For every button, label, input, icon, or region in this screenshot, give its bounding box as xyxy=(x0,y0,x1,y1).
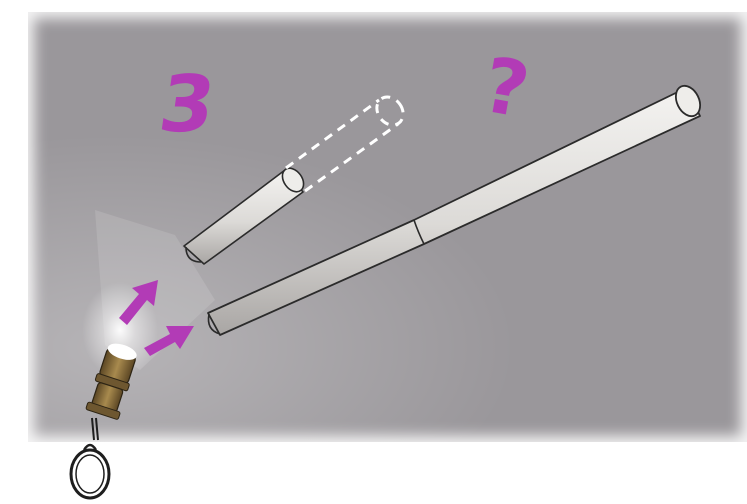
missing-segment-outline xyxy=(285,95,405,193)
long-rod xyxy=(207,84,702,336)
scene-background xyxy=(28,12,747,442)
keyring-icon xyxy=(69,417,111,500)
short-rod xyxy=(183,167,305,265)
flashlight-icon xyxy=(85,343,137,420)
arrow-icon xyxy=(119,280,194,356)
count-label: 3 xyxy=(153,60,221,150)
